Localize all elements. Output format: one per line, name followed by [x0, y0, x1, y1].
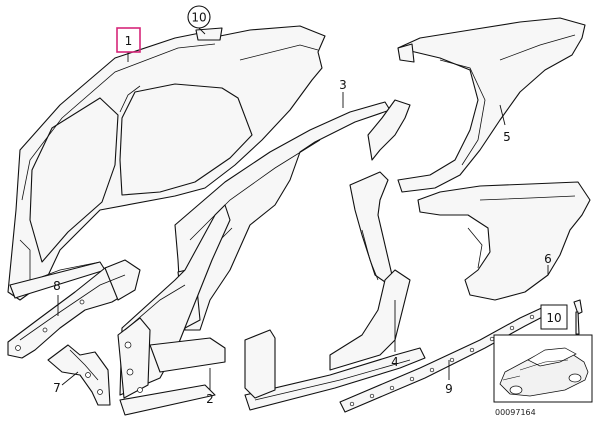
- label-5[interactable]: 5: [503, 130, 511, 144]
- part-4-b-pillar-sill[interactable]: [244, 171, 426, 411]
- label-1-highlight-box: [116, 27, 141, 53]
- inset-panel: 10 00097164: [493, 304, 593, 417]
- part-10-bracket[interactable]: [195, 27, 223, 41]
- part-7-bracket[interactable]: [47, 344, 111, 406]
- label-10-circled[interactable]: 10: [191, 11, 206, 25]
- label-10-box[interactable]: 10: [546, 311, 561, 325]
- part-8-reinforcement[interactable]: [7, 259, 141, 359]
- car-thumbnail-icon: [499, 347, 589, 397]
- image-code: 00097164: [495, 408, 536, 417]
- part-labels: 1 10 3 5 6 4 9 2 8 7: [53, 5, 552, 406]
- part-9-sill-strip[interactable]: [339, 304, 553, 413]
- label-6[interactable]: 6: [544, 252, 552, 266]
- part-2-a-pillar[interactable]: [117, 204, 231, 416]
- part-9-fastener-holes: [349, 314, 535, 407]
- label-3[interactable]: 3: [339, 78, 347, 92]
- label-4[interactable]: 4: [391, 355, 399, 369]
- label-10-circle: [187, 5, 211, 29]
- label-9[interactable]: 9: [445, 382, 453, 396]
- part-6-wheel-arch[interactable]: [417, 181, 591, 301]
- label-1[interactable]: 1: [125, 34, 133, 48]
- label-2[interactable]: 2: [206, 392, 214, 406]
- inset-label-box: [540, 304, 568, 330]
- part-1-side-frame[interactable]: [7, 25, 326, 301]
- label-8[interactable]: 8: [53, 279, 61, 293]
- label-7[interactable]: 7: [53, 381, 61, 395]
- part-5-rear-quarter[interactable]: [397, 17, 586, 193]
- leader-lines: [57, 27, 549, 390]
- part-10-clip[interactable]: [573, 299, 583, 335]
